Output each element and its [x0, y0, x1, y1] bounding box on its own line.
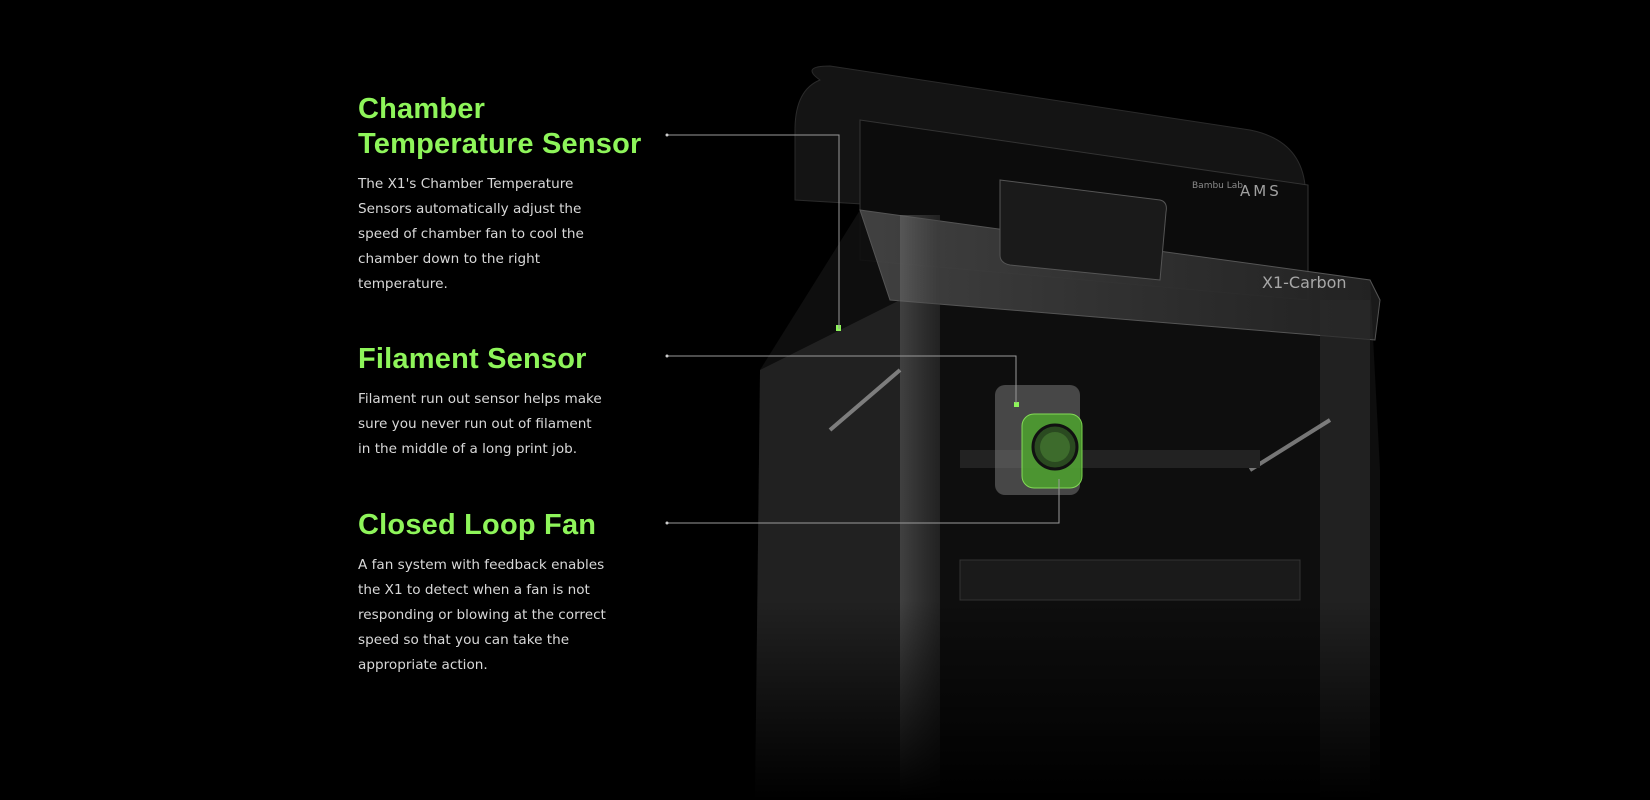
title-line-2: Temperature Sensor [358, 128, 642, 160]
feature-title: Filament Sensor [358, 343, 587, 375]
title-line-1: Chamber [358, 93, 486, 125]
ams-label: AMS [1240, 182, 1282, 200]
chamber-callout-line [667, 134, 840, 329]
feature-description: Filament run out sensor helps make sure … [358, 391, 602, 457]
feature-closed-loop-fan: Closed Loop Fan A fan system with feedba… [358, 508, 658, 678]
filament-callout-line [667, 355, 1017, 403]
feature-description: The X1's Chamber Temperature Sensors aut… [358, 176, 584, 292]
feature-description: A fan system with feedback enables the X… [358, 557, 606, 673]
model-label: X1-Carbon [1262, 273, 1347, 292]
brand-label: Bambu Lab [1192, 181, 1243, 191]
fan-callout-line [667, 479, 1060, 524]
feature-title: Closed Loop Fan [358, 509, 597, 541]
callout-lines [667, 134, 1060, 524]
feature-filament-sensor: Filament Sensor Filament run out sensor … [358, 342, 658, 462]
closed-loop-fan [1021, 413, 1083, 489]
